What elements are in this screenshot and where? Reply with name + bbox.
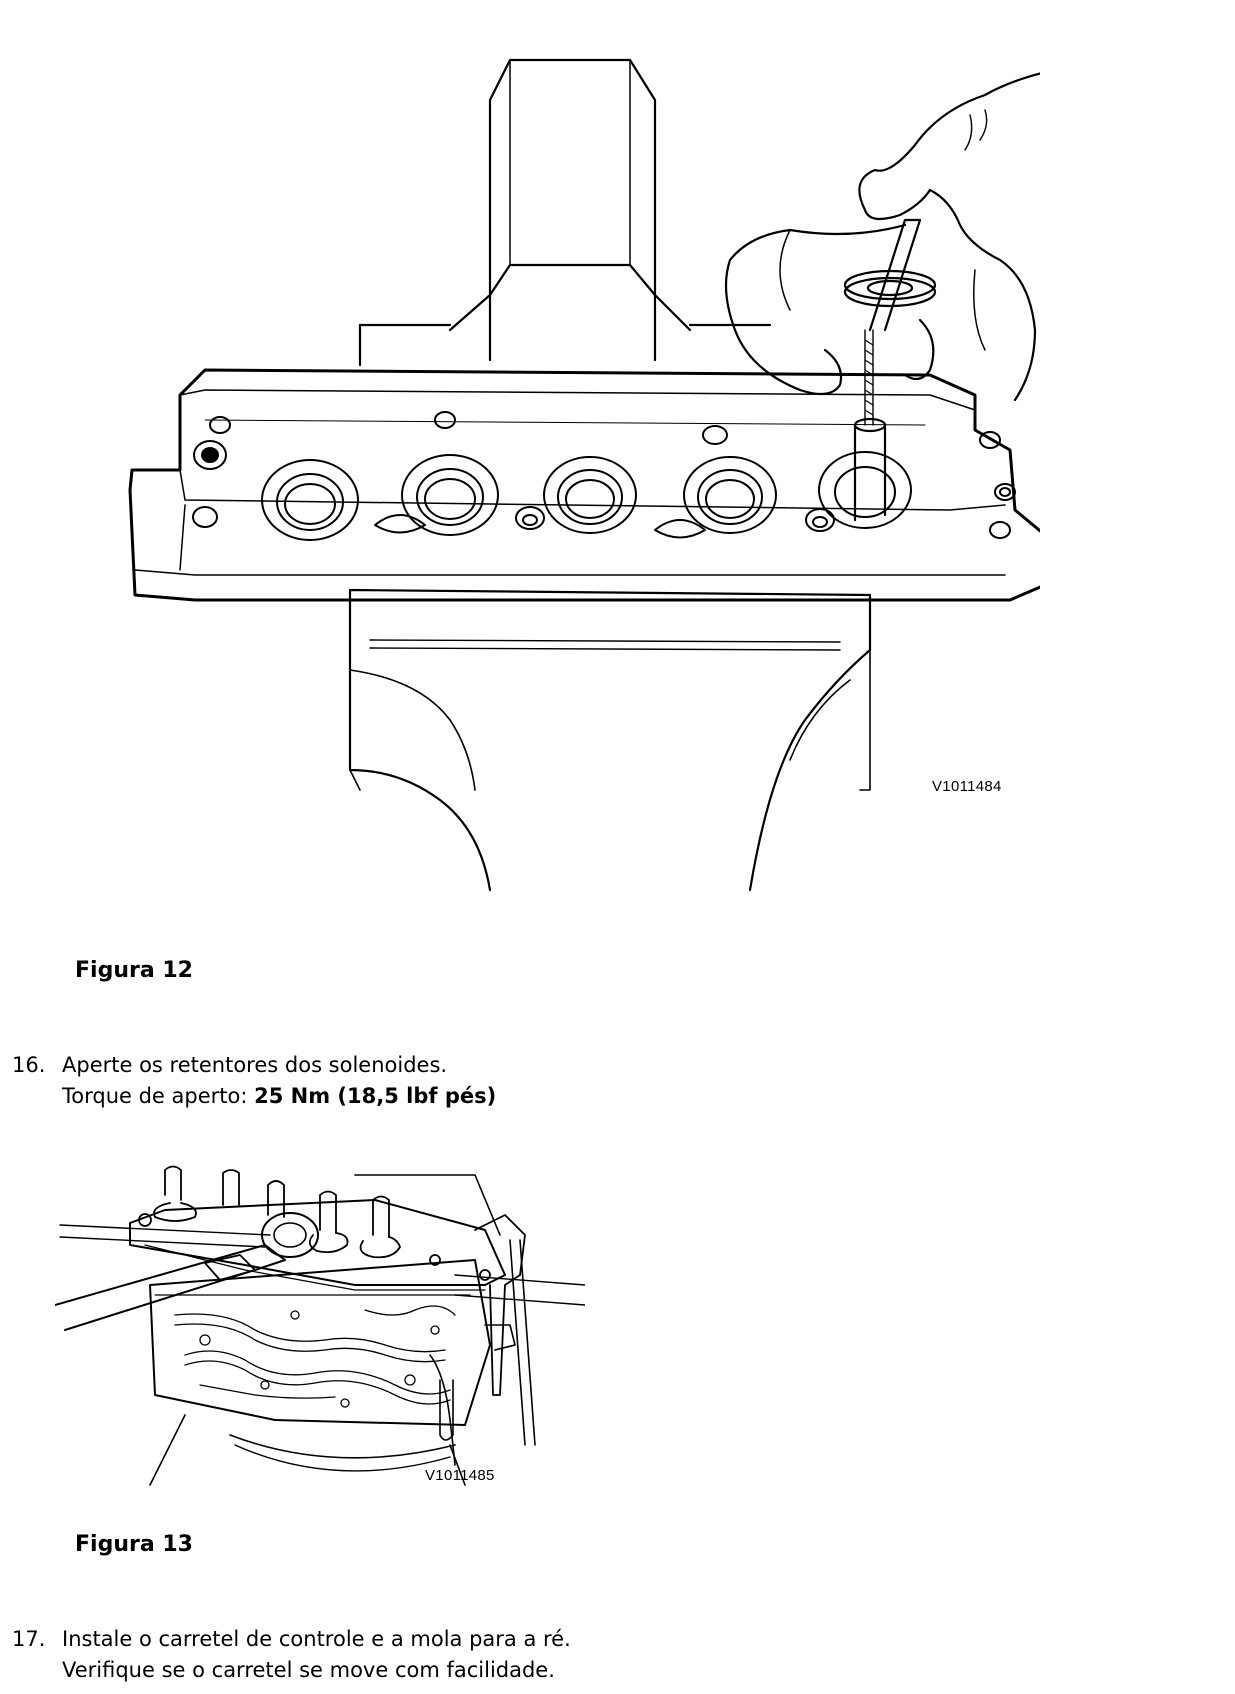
- step-16-instruction: Aperte os retentores dos solenoides.: [62, 1053, 448, 1077]
- figure-12-illustration: V1011484: [70, 30, 1040, 920]
- step-16-torque: Torque de aperto: 25 Nm (18,5 lbf pés): [62, 1081, 496, 1112]
- step-16-number: 16.: [12, 1053, 46, 1077]
- step-17-check: Verifique se o carretel se move com faci…: [62, 1658, 555, 1682]
- torque-value: 25 Nm (18,5 lbf pés): [254, 1084, 497, 1108]
- torque-label: Torque de aperto:: [62, 1084, 255, 1108]
- figure-12-caption: Figura 12: [75, 958, 193, 983]
- figure-13-caption: Figura 13: [75, 1532, 193, 1557]
- figure-12-code: V1011484: [932, 778, 1002, 795]
- step-16-body: Aperte os retentores dos solenoides. Tor…: [62, 1050, 496, 1112]
- step-17-instruction: Instale o carretel de controle e a mola …: [62, 1627, 571, 1651]
- step-17-body: Instale o carretel de controle e a mola …: [62, 1624, 571, 1686]
- step-17-number: 17.: [12, 1627, 46, 1651]
- figure-13-code: V1011485: [425, 1467, 495, 1484]
- step-16: 16. Aperte os retentores dos solenoides.…: [12, 1050, 1112, 1120]
- figure-13-illustration: V1011485: [55, 1145, 585, 1490]
- step-17: 17. Instale o carretel de controle e a m…: [12, 1624, 1112, 1690]
